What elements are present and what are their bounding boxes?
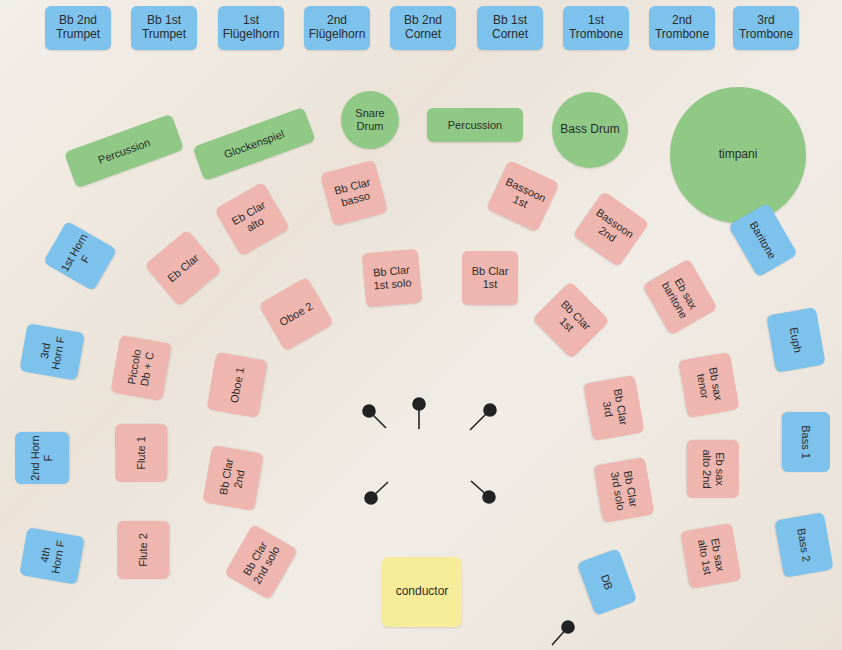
instrument-label: Bb Clar 3rd solo [607,462,641,518]
instrument-label: Flute 1 [135,436,148,470]
woodwind-box: Bb Clar 1st [532,281,610,359]
conductor-box: conductor [382,557,462,627]
instrument-label: 2nd Horn F [29,435,54,481]
instrument-label: 2nd Flügelhorn [307,14,367,42]
instrument-label: Glockenspiel [222,127,286,160]
brass-box: 2nd Flügelhorn [304,6,370,50]
woodwind-box: Eb Clar [144,229,222,306]
drum-circle: Snare Drum [341,91,399,149]
brass-box: DB [577,548,637,616]
mic-head [483,491,495,503]
instrument-label: Bass 1 [800,425,813,459]
brass-box: 3rd Horn F [19,323,84,380]
percussion-box: Percussion [427,108,523,142]
woodwind-box: Piccolo Db + C [110,335,171,401]
instrument-label: Flute 2 [137,533,150,567]
brass-box: Bb 2nd Trumpet [45,6,111,50]
instrument-label: Eb Clar [165,251,201,284]
woodwind-box: Bb Clar 3rd solo [593,457,654,523]
instrument-label: Piccolo Db + C [124,340,158,396]
instrument-label: Bassoon 1st [495,174,551,218]
woodwind-box: Bassoon 1st [486,160,560,233]
instrument-label: 3rd Horn F [36,329,68,375]
brass-box: Bass 2 [774,512,833,578]
instrument-label: timpani [719,148,758,162]
brass-box: 2nd Trombone [649,6,715,50]
woodwind-box: Eb sax alto 1st [680,523,741,589]
instrument-label: Bb Clar 1st [465,265,515,290]
brass-box: Bb 1st Trumpet [131,6,197,50]
instrument-label: Snare Drum [347,107,393,132]
mic-head [484,404,496,416]
instrument-label: Eb Clar alto [224,196,280,243]
instrument-label: Bassoon 2nd [583,204,638,253]
instrument-label: 4th Horn F [36,533,68,579]
brass-box: Euph [766,307,825,373]
mic-head [365,492,377,504]
instrument-label: Bb Clar 2nd [216,450,250,506]
instrument-label: Bb Clar basso [327,174,382,211]
woodwind-box: Flute 2 [117,521,169,579]
instrument-label: Euph [788,326,805,354]
brass-box: Bass 1 [782,412,830,472]
instrument-label: Bb Clar 1st [544,293,597,346]
drum-circle: Bass Drum [552,92,628,168]
instrument-label: Eb sax alto 1st [694,528,728,584]
brass-box: 1st Flügelhorn [218,6,284,50]
brass-box: 2nd Horn F [15,432,69,484]
woodwind-box: Bb sax tenor [678,352,739,418]
instrument-label: 2nd Trombone [652,14,712,42]
instrument-label: Baritone [747,219,778,261]
drum-circle: timpani [670,87,806,223]
instrument-label: Percussion [96,136,151,166]
brass-box: 4th Horn F [19,527,84,584]
woodwind-box: Bassoon 2nd [573,191,650,267]
brass-box: 1st Horn F [43,221,117,292]
mic-head [413,398,425,410]
mic-head [562,621,574,633]
instrument-label: 1st Trombone [566,14,626,42]
brass-box: 3rd Trombone [733,6,799,50]
instrument-label: Percussion [448,119,502,132]
woodwind-box: Oboe 1 [206,352,267,418]
woodwind-box: Bb Clar 1st solo [362,249,422,308]
mic-head [363,405,375,417]
instrument-label: Bb 1st Cornet [480,14,540,42]
instrument-label: DB [598,573,615,592]
instrument-label: 1st Flügelhorn [221,14,281,42]
instrument-label: Bb 2nd Cornet [393,14,453,42]
instrument-label: Oboe 2 [277,299,315,328]
woodwind-box: Eb sax alto 2nd [687,440,739,498]
instrument-label: conductor [396,585,449,599]
woodwind-box: Bb Clar 3rd [583,375,644,441]
brass-box: Bb 2nd Cornet [390,6,456,50]
brass-box: 1st Trombone [563,6,629,50]
woodwind-box: Bb Clar 2nd [202,445,263,511]
woodwind-box: Eb sax baritone [642,258,718,335]
instrument-label: Eb sax baritone [656,268,704,326]
instrument-label: Bb Clar 1st solo [366,263,418,293]
instrument-label: Bass Drum [560,123,619,137]
instrument-label: Bb 2nd Trumpet [48,14,108,42]
instrument-label: Bb sax tenor [692,357,726,413]
woodwind-box: Bb Clar basso [320,160,388,227]
woodwind-box: Oboe 2 [258,277,333,352]
instrument-label: Bb 1st Trumpet [134,14,194,42]
woodwind-box: Bb Clar 2nd solo [224,524,298,600]
percussion-box: Percussion [64,114,184,189]
woodwind-box: Bb Clar 1st [462,251,518,305]
instrument-label: 1st Horn F [59,231,102,280]
instrument-label: 3rd Trombone [736,14,796,42]
percussion-box: Glockenspiel [192,107,315,181]
brass-box: Bb 1st Cornet [477,6,543,50]
instrument-label: Bb Clar 3rd [597,380,631,436]
instrument-label: Bb Clar 2nd solo [237,533,285,591]
woodwind-box: Eb Clar alto [214,182,289,257]
woodwind-box: Flute 1 [115,424,167,482]
instrument-label: Oboe 1 [228,366,247,404]
instrument-label: Bass 2 [795,527,813,562]
instrument-label: Eb sax alto 2nd [700,443,725,495]
